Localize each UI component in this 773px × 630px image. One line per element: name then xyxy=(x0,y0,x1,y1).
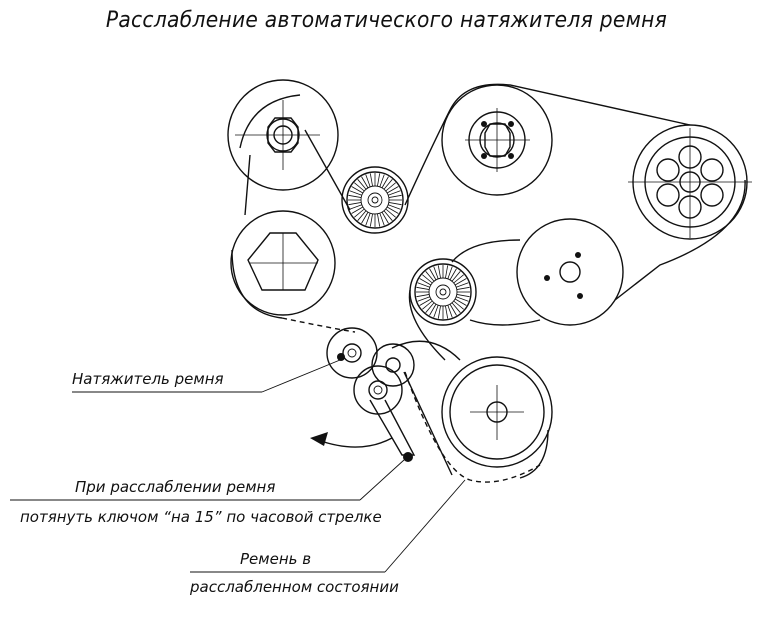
diagram-title: Расслабление автоматического натяжителя … xyxy=(105,8,668,33)
pulley-rib xyxy=(453,274,464,284)
pulley-rib xyxy=(454,278,467,286)
pulley-rib xyxy=(385,182,396,192)
pulley-rib xyxy=(451,302,461,313)
pulley-rib xyxy=(425,271,435,282)
pulley-rib xyxy=(456,296,469,302)
pulley-rib xyxy=(388,190,401,196)
pulley-rib xyxy=(417,296,430,302)
pulley-rib xyxy=(416,294,430,298)
large-lower-pulley xyxy=(441,356,553,468)
pulley-rib xyxy=(354,182,365,192)
pulley-rib xyxy=(348,194,362,198)
pulley-rib xyxy=(354,208,365,218)
top-left-pulley xyxy=(227,79,339,191)
pulley-rib xyxy=(388,202,402,206)
pulley-rib xyxy=(377,213,381,227)
pulley-rib xyxy=(456,282,469,288)
pulley-rib xyxy=(449,268,457,281)
pulley-rib xyxy=(377,173,381,187)
pulley-rib xyxy=(349,204,362,210)
pulley-rib xyxy=(454,298,467,306)
tensioner-assembly xyxy=(326,327,416,462)
pulley-rib xyxy=(419,278,432,286)
tensioner-label: Натяжитель ремня xyxy=(72,370,224,388)
pulley-rib xyxy=(365,174,371,187)
pulley-rib xyxy=(386,186,399,194)
pulley-rib xyxy=(357,179,367,190)
belt-label-line-1: Ремень в xyxy=(240,550,312,568)
pulley-rib xyxy=(417,282,430,288)
pulley-rib xyxy=(453,300,464,310)
pulley-rib xyxy=(437,265,441,279)
leader-lines xyxy=(10,359,466,573)
instruction-line-1: При расслаблении ремня xyxy=(75,478,276,496)
pulley-rib xyxy=(386,206,399,214)
pulley-rib xyxy=(383,179,393,190)
belt-label-line-2: расслабленном состоянии xyxy=(190,578,399,596)
belt-solid xyxy=(231,83,746,479)
pulley-rib xyxy=(361,211,369,224)
pulley-rib xyxy=(351,186,364,194)
pulley-rib xyxy=(445,265,449,279)
pulley-rib xyxy=(351,206,364,214)
pulley-rib xyxy=(383,210,393,221)
pulley-rib xyxy=(422,274,433,284)
pulley-rib xyxy=(369,173,373,187)
hexagon-pulley xyxy=(230,210,336,316)
pulley-rib xyxy=(445,305,449,319)
pulley-rib xyxy=(349,190,362,196)
pulley-rib xyxy=(429,303,437,316)
pulley-rib xyxy=(379,213,385,226)
pulley-rib xyxy=(437,305,441,319)
top-center-pulley xyxy=(441,84,553,196)
pulley-rib xyxy=(361,176,369,189)
pulley-rib xyxy=(381,176,389,189)
pulley-rib xyxy=(447,305,453,318)
pulley-rib xyxy=(456,294,470,298)
pulley-rib xyxy=(449,303,457,316)
pulley-rib xyxy=(456,286,470,290)
pulley-rib xyxy=(425,302,435,313)
pulley-rib xyxy=(433,266,439,279)
pulley-rib xyxy=(379,174,385,187)
pulley-rib xyxy=(348,202,362,206)
pulley-rib xyxy=(429,268,437,281)
pulley-rib xyxy=(388,204,401,210)
idler-pulley-upper xyxy=(341,166,409,234)
pulley-rib xyxy=(419,298,432,306)
pulley-rib xyxy=(451,271,461,282)
belt-relaxed-dashed xyxy=(281,317,541,483)
pulley-rib xyxy=(385,208,396,218)
pulley-rib xyxy=(357,210,367,221)
pulley-rib xyxy=(422,300,433,310)
idler-pulley-lower xyxy=(409,258,477,326)
fan-pulley xyxy=(628,124,752,240)
rotation-arrow xyxy=(310,432,393,448)
pulley-rib xyxy=(416,286,430,290)
water-pump-pulley xyxy=(516,218,624,326)
pulley-rib xyxy=(365,213,371,226)
pulley-rib xyxy=(388,194,402,198)
instruction-line-2: потянуть ключом “на 15” по часовой стрел… xyxy=(20,508,382,526)
pulley-rib xyxy=(433,305,439,318)
pulley-rib xyxy=(369,213,373,227)
pulley-rib xyxy=(447,266,453,279)
pulley-rib xyxy=(381,211,389,224)
